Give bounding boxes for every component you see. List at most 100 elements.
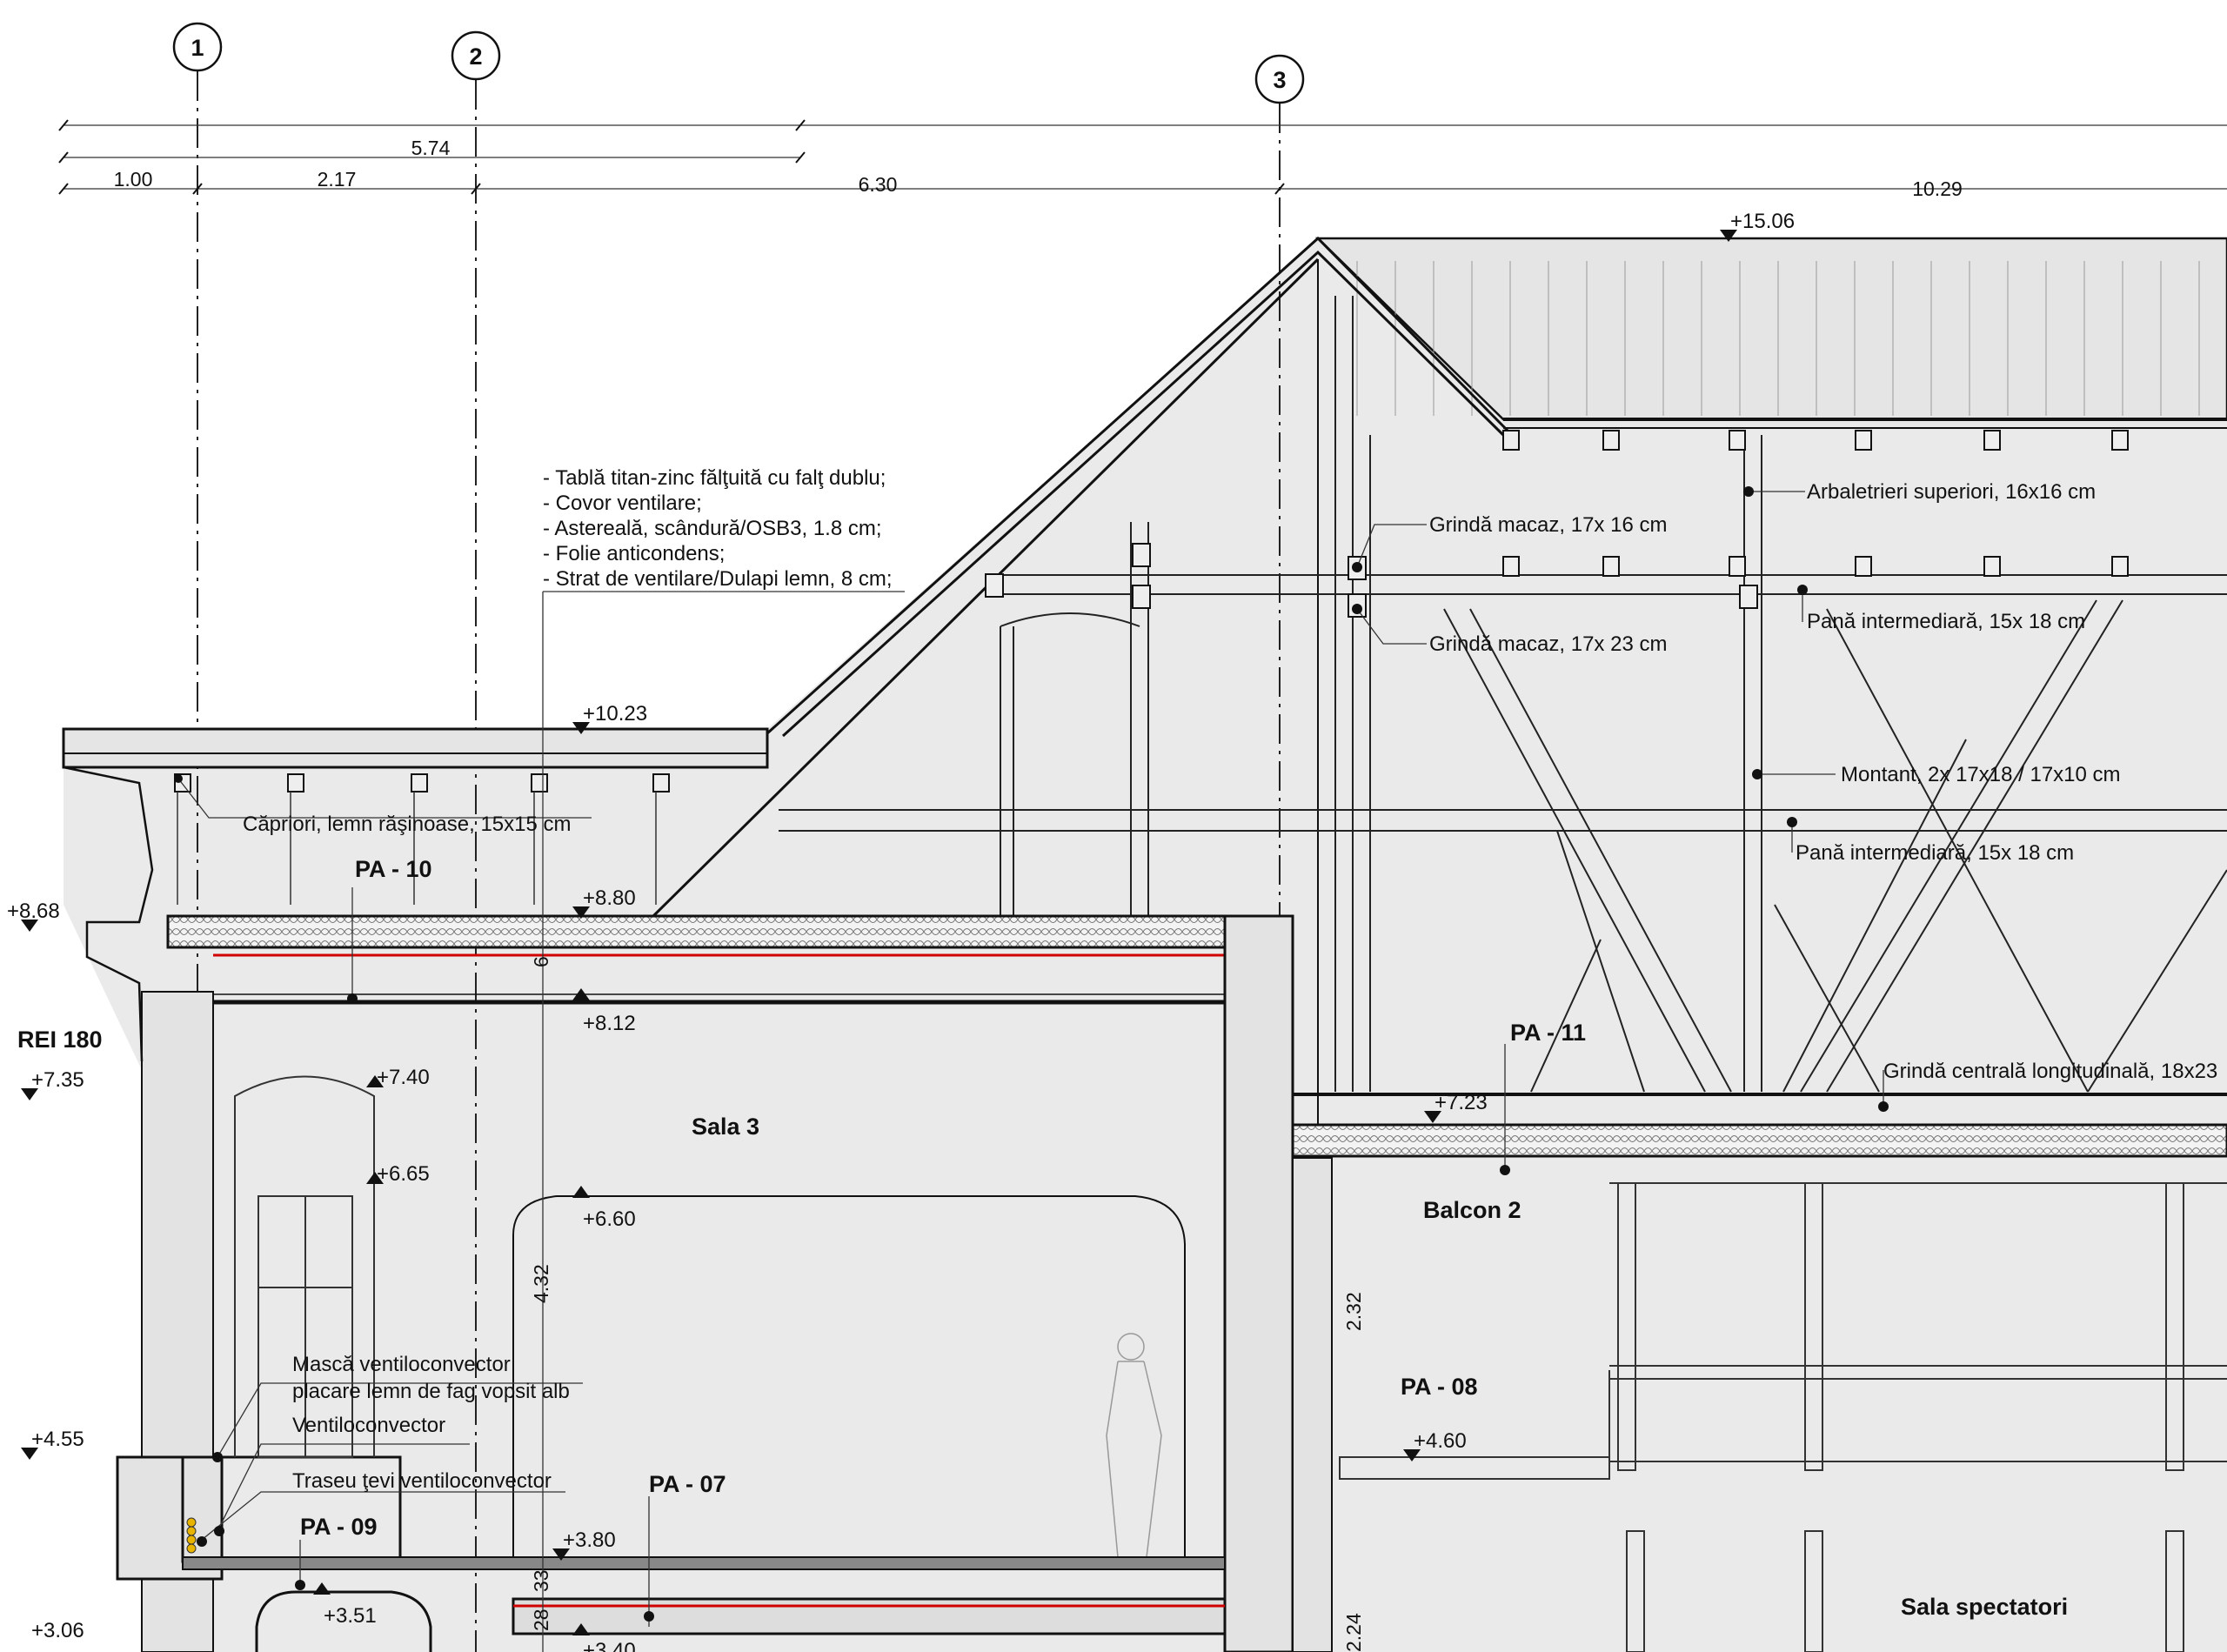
level-label: +7.35 (31, 1068, 84, 1092)
level-label: +10.23 (583, 702, 647, 726)
annotation-masca: Mască ventiloconvector (292, 1353, 511, 1376)
walls (63, 766, 1333, 1652)
human-figure (1106, 1333, 1162, 1558)
level-up-triangle (313, 1582, 331, 1595)
lower-slab (512, 1597, 1227, 1635)
room-sala-spectatori: Sala spectatori (1901, 1594, 2068, 1620)
purlin-block (1602, 430, 1620, 451)
ceiling-slab (166, 914, 1252, 949)
level-label: +4.60 (1414, 1429, 1467, 1453)
level-label: +6.65 (377, 1162, 430, 1186)
beam-section (1132, 543, 1151, 567)
purlin-block (1855, 430, 1872, 451)
roof-layer: - Covor ventilare; (543, 492, 702, 515)
level-up-triangle (572, 1186, 590, 1198)
rafter-section (531, 773, 548, 793)
dimension-segment: 1.00 (114, 168, 153, 191)
leader-lines (177, 491, 1884, 1652)
room-sala-3: Sala 3 (692, 1114, 759, 1140)
purlin-block (2111, 556, 2129, 577)
purlin-block (2111, 430, 2129, 451)
dimension-segment: 2.17 (318, 168, 357, 191)
roof-layer: - Strat de ventilare/Dulapi lemn, 8 cm; (543, 567, 893, 591)
annotation-masca: placare lemn de fag vopsit alb (292, 1380, 570, 1403)
level-up-triangle (366, 1075, 384, 1087)
level-down-triangle (1720, 230, 1737, 242)
beam-section (985, 573, 1004, 598)
dimension-segment: 10.29 (1912, 177, 1963, 200)
svg-text:2: 2 (469, 43, 482, 70)
svg-text:3: 3 (1273, 67, 1286, 93)
detail-tag: PA - 08 (1401, 1374, 1478, 1400)
level-label: +4.55 (31, 1428, 84, 1451)
rafter-section (287, 773, 304, 793)
purlin-block (1729, 556, 1746, 577)
rafter-section (411, 773, 428, 793)
level-markers (21, 230, 1737, 1635)
rafter-section (652, 773, 670, 793)
purlin-block (1983, 430, 2001, 451)
detail-tag: PA - 09 (300, 1514, 378, 1540)
roof-layer: - Tablă titan-zinc fălţuită cu falţ dubl… (543, 466, 886, 490)
purlin-block (1602, 556, 1620, 577)
axis-bubble-3: 3 (1254, 54, 1305, 104)
window (234, 1075, 375, 1458)
annotation-traseu: Traseu ţevi ventiloconvector (292, 1469, 552, 1493)
level-up-triangle (572, 1623, 590, 1635)
svg-text:1: 1 (191, 35, 204, 61)
level-label: +8.68 (7, 900, 60, 923)
annotation-grinda-macaz-16: Grindă macaz, 17x 16 cm (1429, 513, 1667, 537)
level-label: +8.12 (583, 1012, 636, 1035)
level-labels: +15.06 +10.23 +8.80 +8.68 +8.12 +7.35 +7… (7, 210, 1795, 1652)
beam-section (1739, 585, 1758, 609)
level-label: +7.40 (377, 1066, 430, 1089)
annotation-ventiloconvector: Ventiloconvector (292, 1414, 445, 1437)
fire-rating-label: REI 180 (17, 1027, 103, 1053)
balcony-structure (1339, 1182, 2227, 1652)
level-down-triangle (21, 920, 38, 932)
arch-niche (512, 1195, 1186, 1557)
room-balcon-2: Balcon 2 (1423, 1197, 1521, 1223)
detail-tag: PA - 11 (1510, 1020, 1586, 1046)
detail-tag: PA - 10 (355, 856, 432, 882)
vertical-dimensions: 6 4.32 2.32 33 28 2.24 (530, 956, 1365, 1652)
level-down-triangle (572, 906, 590, 919)
roof-layers-list: - Tablă titan-zinc fălţuită cu falţ dubl… (543, 466, 893, 591)
axis-bubble-1: 1 (172, 22, 223, 72)
dimension-vertical: 2.32 (1342, 1292, 1365, 1331)
level-down-triangle (572, 722, 590, 734)
purlin-block (1502, 556, 1520, 577)
purlin-block (1983, 556, 2001, 577)
level-label: +8.80 (583, 886, 636, 910)
level-label: +3.80 (563, 1528, 616, 1552)
dimension-vertical: 2.24 (1342, 1613, 1365, 1652)
detail-tag: PA - 07 (649, 1471, 726, 1497)
level-down-triangle (21, 1088, 38, 1100)
level-label: +3.06 (31, 1619, 84, 1642)
purlin-block (1855, 556, 1872, 577)
level-label: +6.60 (583, 1207, 636, 1231)
level-down-triangle (552, 1548, 570, 1561)
annotation-pana-intermediara: Pană intermediară, 15x 18 cm (1807, 610, 2085, 633)
level-label: +3.51 (324, 1604, 377, 1628)
purlin-block (1502, 430, 1520, 451)
roof-layer: - Folie anticondens; (543, 542, 725, 565)
level-down-triangle (21, 1448, 38, 1460)
main-roof (652, 236, 2227, 1125)
lower-arch (255, 1590, 432, 1652)
roof-layer: - Astereală, scândură/OSB3, 1.8 cm; (543, 517, 882, 540)
dimension-chains (58, 119, 2227, 195)
balcony-slab (1291, 1123, 2227, 1158)
annotation-pana-intermediara: Pană intermediară, 15x 18 cm (1796, 841, 2074, 865)
dimension-vertical: 4.32 (530, 1264, 552, 1303)
level-up-triangle (366, 1172, 384, 1184)
dimension-vertical: 28 (530, 1609, 552, 1631)
dimension-vertical: 33 (530, 1569, 552, 1592)
level-down-triangle (1403, 1449, 1421, 1461)
lower-roof (62, 727, 769, 905)
dimension-overall: 5.74 (411, 137, 451, 159)
level-down-triangle (1424, 1111, 1441, 1123)
annotation-grinda-centrala: Grindă centrală longitudinală, 18x23 (1883, 1060, 2217, 1083)
dimension-segment: 6.30 (859, 173, 898, 196)
